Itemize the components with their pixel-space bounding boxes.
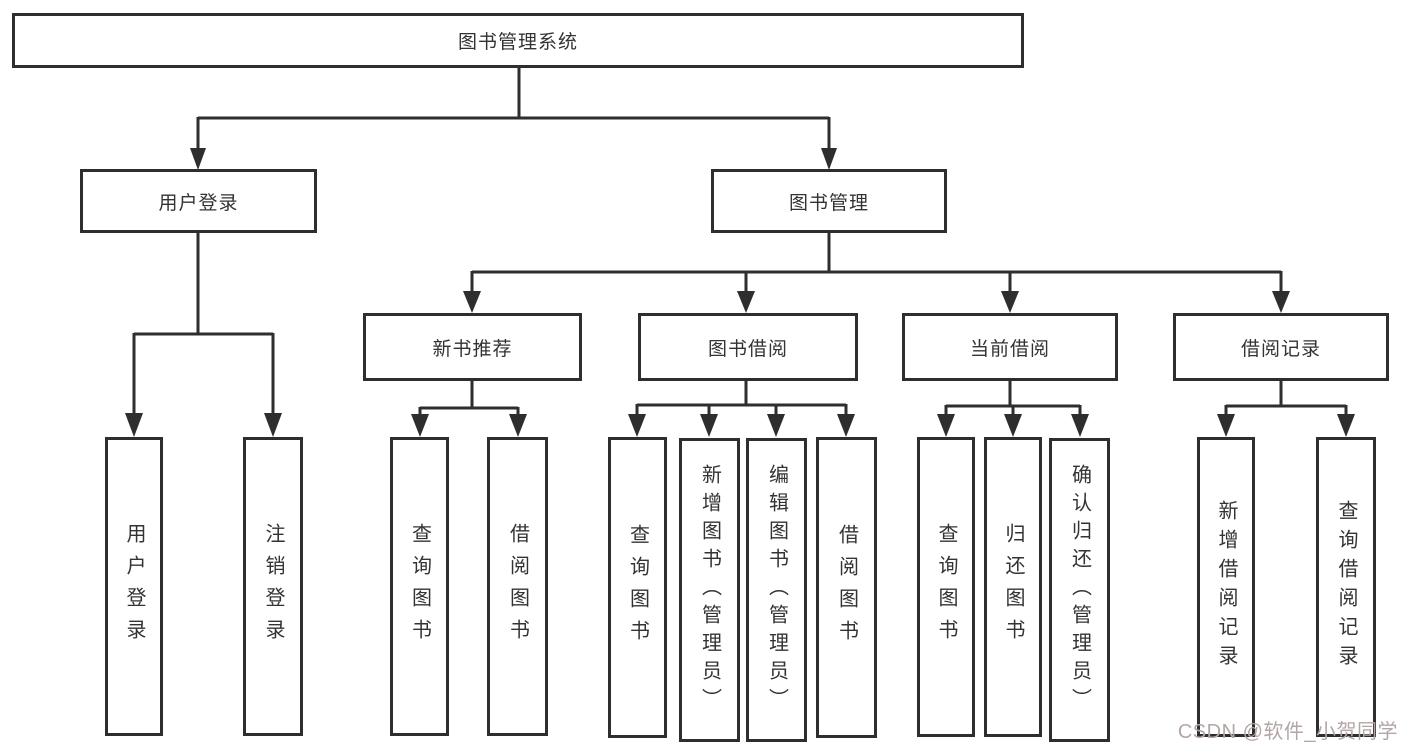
leaf-label: 查询图书: [408, 522, 431, 651]
leaf-query-books-borrow: 查询图书: [608, 437, 667, 738]
leaf-label: 查询图书: [935, 523, 957, 651]
node-label: 用户登录: [158, 192, 239, 214]
node-label: 当前借阅: [969, 338, 1050, 360]
leaf-add-books-admin: 新增图书（管理员）: [679, 438, 740, 742]
node-current-borrowing: 当前借阅: [902, 313, 1118, 381]
node-book-management: 图书管理: [711, 169, 947, 233]
leaf-query-books-current: 查询图书: [917, 437, 975, 737]
watermark: CSDN @软件_小贺同学: [1177, 721, 1398, 743]
node-label: 新书推荐: [432, 338, 513, 360]
node-label: 图书借阅: [707, 338, 788, 360]
node-new-book-recommendation: 新书推荐: [363, 313, 582, 381]
node-label: 借阅记录: [1240, 338, 1321, 360]
leaf-query-books-recommend: 查询图书: [390, 437, 449, 736]
leaf-borrow-books: 借阅图书: [816, 437, 877, 738]
leaf-borrow-books-recommend: 借阅图书: [487, 437, 548, 736]
leaf-label: 借阅图书: [506, 522, 529, 651]
node-label: 图书管理系统: [457, 32, 578, 53]
leaf-return-books: 归还图书: [984, 437, 1042, 737]
leaf-confirm-return-admin: 确认归还（管理员）: [1049, 438, 1110, 742]
leaf-label: 新增图书（管理员）: [698, 464, 721, 716]
node-label: 图书管理: [788, 192, 869, 214]
leaf-add-borrow-record: 新增借阅记录: [1197, 437, 1255, 737]
leaf-label: 注销登录: [262, 522, 284, 651]
leaf-edit-books-admin: 编辑图书（管理员）: [746, 438, 807, 742]
node-book-borrowing: 图书借阅: [638, 313, 858, 381]
leaf-query-borrow-record: 查询借阅记录: [1316, 437, 1376, 737]
node-borrowing-records: 借阅记录: [1173, 313, 1389, 381]
leaf-logout: 注销登录: [243, 437, 303, 736]
node-user-login: 用户登录: [80, 169, 317, 233]
leaf-label: 编辑图书（管理员）: [765, 464, 788, 716]
leaf-label: 查询图书: [626, 523, 649, 652]
leaf-user-login: 用户登录: [105, 437, 163, 736]
node-library-system: 图书管理系统: [12, 13, 1024, 68]
leaf-label: 查询借阅记录: [1335, 500, 1357, 674]
arrowheads: [125, 148, 1355, 437]
leaf-label: 借阅图书: [835, 523, 858, 652]
leaf-label: 归还图书: [1002, 523, 1024, 651]
leaf-label: 确认归还（管理员）: [1068, 464, 1091, 716]
leaf-label: 新增借阅记录: [1215, 500, 1237, 674]
leaf-label: 用户登录: [123, 522, 145, 651]
